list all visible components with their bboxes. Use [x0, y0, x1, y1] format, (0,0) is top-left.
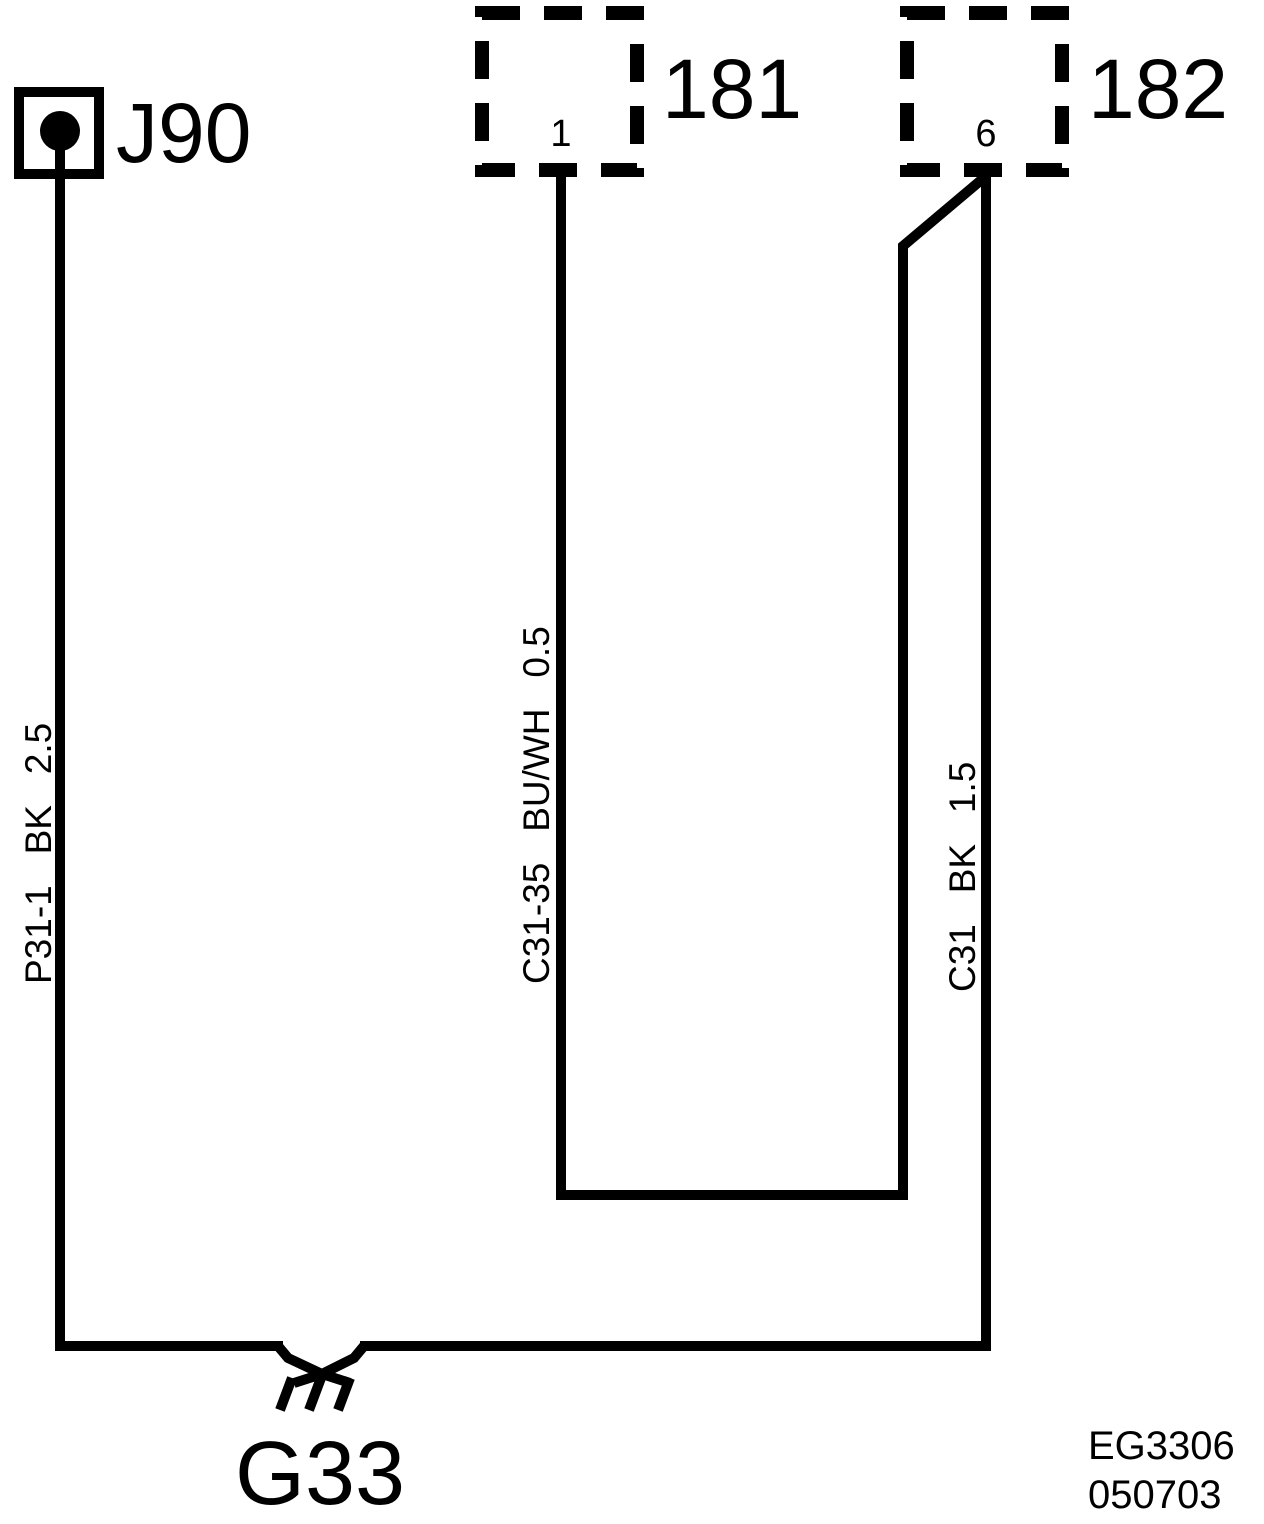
j90-label: J90: [116, 86, 251, 180]
connector-181-pin: 1: [550, 113, 571, 155]
connector-181-label: 181: [662, 42, 802, 136]
connector-182-pin: 6: [975, 113, 996, 155]
wire-label-middle: C31-35 BU/WH 0.5: [516, 626, 557, 984]
drawing-code: EG3306: [1088, 1424, 1235, 1468]
wire-label-right: C31 BK 1.5: [942, 762, 983, 992]
ground-label: G33: [235, 1424, 405, 1524]
wire-c31[interactable]: [360, 170, 991, 1351]
wire-p31-1[interactable]: [55, 131, 283, 1351]
wire-c31-35[interactable]: [556, 170, 990, 1200]
drawing-date: 050703: [1088, 1473, 1221, 1517]
connector-182-label: 182: [1088, 42, 1228, 136]
ground-symbol-icon[interactable]: [274, 1342, 368, 1412]
wire-label-left: P31-1 BK 2.5: [18, 723, 59, 984]
